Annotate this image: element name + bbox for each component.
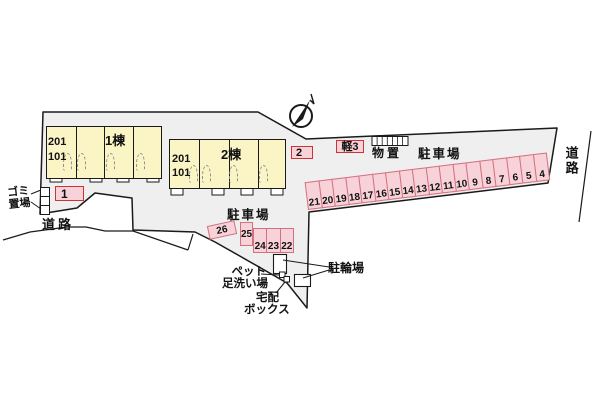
delivery-box-unit bbox=[283, 276, 290, 283]
parking-lot-label-bottom: 駐車場 bbox=[227, 208, 271, 222]
garbage-label: ゴミ 置場 bbox=[7, 185, 32, 211]
door-swing-icon bbox=[77, 153, 86, 171]
parking-space-number: 4 bbox=[538, 168, 546, 181]
space-box-2: 2 bbox=[291, 146, 313, 159]
garbage-leader-lines bbox=[30, 189, 42, 210]
building-2-name: 2棟 bbox=[221, 147, 242, 162]
unit-divider bbox=[76, 127, 77, 178]
garbage-label-line2: 置場 bbox=[7, 196, 32, 211]
building-2-room-201: 201 bbox=[172, 153, 191, 165]
unit-divider bbox=[258, 140, 259, 188]
road-label-left: 道路 bbox=[42, 217, 75, 232]
bicycle-leader-lines bbox=[282, 259, 330, 279]
parking-space: 22 bbox=[279, 228, 294, 253]
kei-car-label: 軽3 bbox=[341, 141, 359, 153]
space-box-number: 2 bbox=[296, 147, 303, 159]
unit-divider bbox=[104, 127, 105, 178]
parking-space-number: 23 bbox=[267, 241, 280, 252]
building-1-room-101: 101 bbox=[48, 151, 67, 163]
road-edge-right bbox=[578, 130, 592, 223]
garbage-enclosure bbox=[40, 187, 50, 215]
pet-wash-label-line2: 足洗い場 bbox=[222, 278, 268, 291]
road-label-right: 道路 bbox=[563, 146, 579, 176]
parking-space-number: 22 bbox=[281, 241, 293, 252]
space-box-number: 1 bbox=[61, 187, 68, 201]
parking-space: 23 bbox=[266, 228, 281, 253]
delivery-box-leader-line bbox=[275, 281, 286, 294]
parking-space-number: 26 bbox=[215, 223, 229, 238]
storage-label: 物置 bbox=[372, 146, 403, 160]
unit-divider bbox=[133, 127, 134, 178]
parking-lot-label-top: 駐車場 bbox=[418, 147, 462, 161]
pet-wash-leader-line bbox=[260, 273, 280, 276]
door-swing-icon bbox=[229, 165, 238, 183]
parking-space-number: 24 bbox=[254, 241, 266, 252]
door-swing-icon bbox=[259, 165, 268, 183]
pet-wash-station bbox=[279, 271, 286, 278]
delivery-box-label: 宅配 ボックス bbox=[244, 292, 290, 316]
unit-divider bbox=[229, 140, 230, 188]
north-arrow-icon bbox=[289, 93, 315, 128]
unit-divider bbox=[199, 140, 200, 188]
delivery-box-label-line2: ボックス bbox=[244, 304, 290, 317]
space-box-1: 1 bbox=[55, 186, 84, 201]
parking-space: 24 bbox=[253, 228, 268, 253]
door-swing-icon bbox=[202, 165, 211, 183]
storage-shed bbox=[371, 136, 409, 146]
pet-wash-label: ペット 足洗い場 bbox=[222, 266, 268, 291]
road-edge-left bbox=[2, 226, 194, 251]
door-swing-icon bbox=[106, 153, 115, 171]
bicycle-rack-2 bbox=[293, 273, 312, 288]
pet-wash-label-line1: ペット bbox=[231, 266, 267, 278]
door-swing-icon bbox=[136, 153, 145, 171]
bicycle-rack-1 bbox=[272, 253, 288, 275]
bicycle-parking-label: 駐輪場 bbox=[328, 261, 365, 275]
delivery-box-label-line1: 宅配 bbox=[256, 292, 279, 304]
building-1-name: 1棟 bbox=[105, 133, 126, 148]
kei-car-space: 軽3 bbox=[336, 140, 364, 153]
parking-space-25: 25 bbox=[240, 222, 253, 246]
door-swing-icon bbox=[189, 165, 198, 183]
parking-space-number: 25 bbox=[241, 229, 253, 240]
building-2-room-101: 101 bbox=[172, 167, 191, 179]
door-swing-icon bbox=[63, 153, 72, 171]
building-1-room-201: 201 bbox=[48, 136, 67, 148]
